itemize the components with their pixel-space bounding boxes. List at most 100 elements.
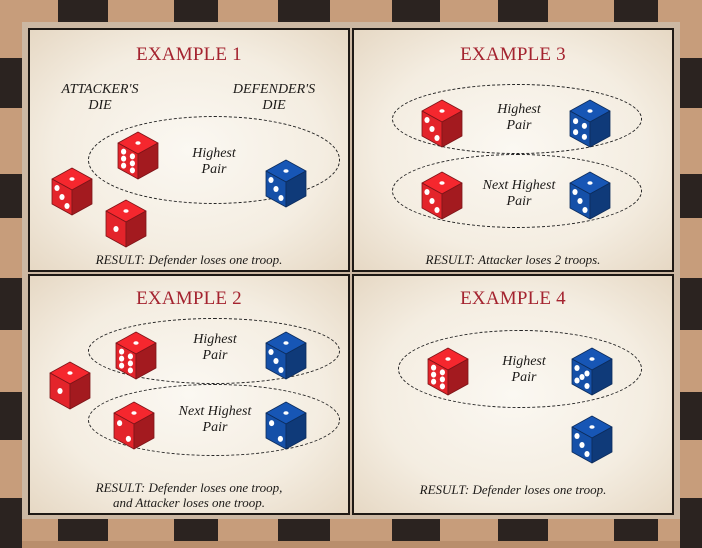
pair-label-line2: Pair	[507, 118, 532, 133]
die-pip	[128, 360, 133, 366]
die-pip	[128, 367, 133, 373]
die-pip	[589, 357, 594, 361]
die-pip	[579, 442, 584, 448]
example-4-result: RESULT: Defender loses one troop.	[354, 482, 672, 497]
die-pip	[67, 371, 72, 375]
border-bottom	[0, 519, 702, 541]
die-pip	[268, 177, 273, 183]
border-segment	[680, 392, 702, 440]
attackers-die-label: ATTACKER'S DIE	[60, 82, 140, 114]
border-segment	[0, 108, 22, 174]
attackers-die-label-line1: ATTACKER'S	[62, 82, 139, 97]
die-pip	[429, 198, 434, 204]
pair-label-line2: Pair	[507, 194, 532, 209]
example-3-result: RESULT: Attacker loses 2 troops.	[354, 252, 672, 267]
die-pip	[121, 156, 126, 162]
border-segment	[680, 0, 702, 58]
die-pip	[126, 436, 131, 442]
die-pip	[577, 198, 582, 204]
pair-label-line1: Highest	[192, 146, 236, 161]
border-segment	[0, 330, 22, 392]
defender-die-graphic	[568, 342, 616, 398]
border-segment	[0, 174, 22, 218]
die-pip	[429, 126, 434, 132]
border-segment	[108, 519, 174, 541]
result-line: RESULT: Attacker loses 2 troops.	[426, 252, 601, 267]
example-3-panel: EXAMPLE 3 Highest Pair Next Highest Pair…	[352, 28, 674, 272]
pair-label-line1: Highest	[497, 102, 541, 117]
die-pip	[440, 383, 445, 389]
die-pip	[431, 379, 436, 385]
die-pip	[57, 388, 62, 394]
border-segment	[58, 0, 108, 22]
die-pip	[584, 451, 589, 457]
result-line: RESULT: Defender loses one troop.	[96, 252, 283, 267]
border-segment	[108, 0, 174, 22]
pair-label-line2: Pair	[203, 420, 228, 435]
attacker-die-graphic	[424, 342, 472, 398]
result-line: RESULT: Defender loses one troop,	[96, 480, 283, 495]
border-segment	[392, 519, 440, 541]
defender-die-graphic	[566, 166, 614, 222]
border-segment	[0, 218, 22, 278]
defender-die-icon	[262, 396, 310, 457]
border-segment	[330, 0, 392, 22]
border-segment	[680, 440, 702, 498]
border-segment	[440, 0, 498, 22]
result-line: RESULT: Defender loses one troop.	[420, 482, 607, 497]
die-pip	[424, 189, 429, 195]
die-pip	[273, 186, 278, 192]
highest-pair-label: Highest Pair	[484, 354, 564, 386]
attacker-die-icon	[48, 162, 96, 223]
die-pip	[579, 374, 584, 380]
die-pip	[269, 420, 274, 426]
die-pip	[69, 177, 74, 181]
defender-die-icon	[568, 410, 616, 471]
border-segment	[0, 440, 22, 498]
attacker-die-graphic	[114, 126, 162, 182]
die-pip	[587, 109, 592, 113]
attacker-die-graphic	[46, 356, 94, 412]
attacker-die-graphic	[418, 94, 466, 150]
border-segment	[440, 519, 498, 541]
border-segment	[680, 278, 702, 330]
border-segment	[0, 58, 22, 108]
border-top	[0, 0, 702, 22]
example-1-title: EXAMPLE 1	[30, 44, 348, 66]
pair-label-line2: Pair	[203, 348, 228, 363]
border-segment	[498, 0, 548, 22]
die-pip	[113, 226, 118, 232]
border-segment	[680, 218, 702, 278]
example-3-title: EXAMPLE 3	[354, 44, 672, 66]
die-pip	[589, 425, 594, 429]
die-pip	[119, 356, 124, 362]
border-segment	[680, 58, 702, 108]
die-pip	[582, 134, 587, 140]
pair-label-line2: Pair	[202, 162, 227, 177]
die-pip	[584, 371, 589, 377]
attacker-die-graphic	[102, 194, 150, 250]
die-pip	[130, 160, 135, 166]
die-pip	[445, 357, 450, 361]
die-pip	[119, 349, 124, 355]
defender-die-graphic	[568, 410, 616, 466]
die-pip	[135, 141, 140, 145]
die-pip	[130, 153, 135, 159]
die-pip	[440, 369, 445, 375]
die-pip	[64, 203, 69, 209]
defender-die-graphic	[566, 94, 614, 150]
die-pip	[119, 363, 124, 369]
defender-die-icon	[262, 154, 310, 215]
border-right	[680, 0, 702, 541]
example-1-panel: EXAMPLE 1 ATTACKER'S DIE DEFENDER'S DIE …	[28, 28, 350, 272]
die-pip	[434, 135, 439, 141]
die-pip	[431, 372, 436, 378]
example-2-title: EXAMPLE 2	[30, 288, 348, 310]
die-pip	[268, 349, 273, 355]
highest-pair-label: Highest Pair	[176, 146, 252, 178]
border-segment	[330, 519, 392, 541]
highest-pair-label: Highest Pair	[170, 332, 260, 364]
defenders-die-label-line1: DEFENDER'S	[233, 82, 315, 97]
border-segment	[614, 0, 658, 22]
defender-die-graphic	[262, 154, 310, 210]
